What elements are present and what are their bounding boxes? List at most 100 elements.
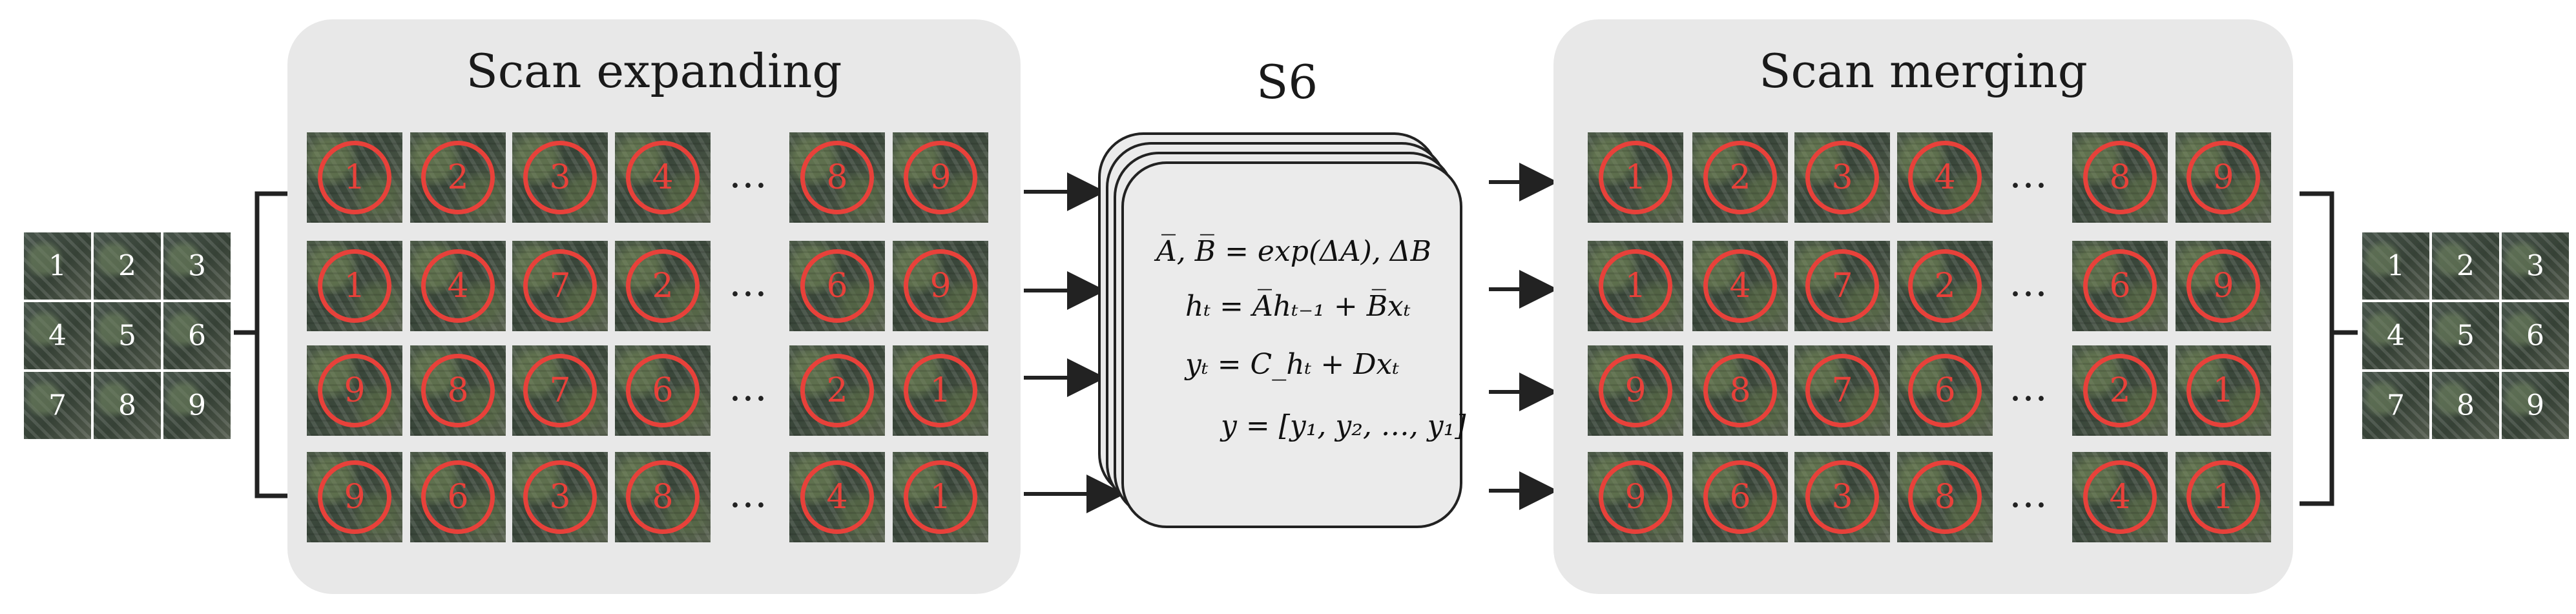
red-circle-icon — [800, 141, 874, 214]
red-circle-icon — [626, 460, 700, 534]
merge-tile: 9 — [2176, 132, 2271, 223]
red-circle-icon — [1908, 354, 1982, 427]
red-circle-icon — [318, 354, 391, 427]
expand-tile-number: 8 — [447, 371, 469, 410]
red-circle-icon — [626, 249, 700, 323]
merge-tile-number: 1 — [1625, 267, 1646, 305]
ellipsis: … — [2009, 365, 2048, 410]
expand-tile-number: 9 — [344, 371, 366, 410]
red-circle-icon — [1805, 354, 1879, 427]
expand-tile-number: 3 — [549, 158, 571, 197]
expand-tile-number: 1 — [344, 158, 366, 197]
expand-tile-number: 1 — [930, 371, 951, 410]
red-circle-icon — [2186, 460, 2260, 534]
merge-tile-number: 9 — [1625, 478, 1646, 517]
expand-tile-number: 6 — [652, 371, 674, 410]
scan-expanding-title: Scan expanding — [466, 44, 842, 98]
input-grid-cell-8: 8 — [94, 372, 161, 439]
output-grid-cell-number: 6 — [2526, 319, 2544, 353]
expand-tile-number: 7 — [549, 371, 571, 410]
red-circle-icon — [904, 460, 977, 534]
merge-tile: 1 — [1588, 132, 1683, 223]
red-circle-icon — [1703, 460, 1777, 534]
merge-tile: 8 — [2072, 132, 2168, 223]
red-circle-icon — [904, 249, 977, 323]
red-circle-icon — [318, 249, 391, 323]
expand-tile-number: 9 — [930, 158, 951, 197]
ellipsis: … — [729, 471, 767, 517]
expand-tile: 4 — [789, 452, 885, 542]
merge-tile: 4 — [1897, 132, 1993, 223]
expand-tile-number: 6 — [447, 478, 469, 517]
merge-tile: 9 — [2176, 241, 2271, 331]
expand-tile: 1 — [307, 132, 402, 223]
input-grid-cell-2: 2 — [94, 232, 161, 300]
expand-tile: 1 — [893, 452, 988, 542]
expand-tile-number: 4 — [652, 158, 674, 197]
output-grid-cell-number: 5 — [2457, 319, 2475, 353]
expand-tile: 9 — [307, 452, 402, 542]
input-grid-cell-number: 1 — [48, 249, 67, 283]
merge-tile-number: 7 — [1831, 267, 1853, 305]
s6-card-front: A̅, B̅ = exp(ΔA), ΔB hₜ = A̅hₜ₋₁ + B̅xₜ … — [1121, 161, 1466, 528]
red-circle-icon — [1703, 249, 1777, 323]
red-circle-icon — [1908, 249, 1982, 323]
input-grid-cell-number: 4 — [48, 319, 67, 353]
expand-tile-number: 2 — [447, 158, 469, 197]
merge-tile: 8 — [1692, 345, 1788, 436]
merge-tile: 2 — [1692, 132, 1788, 223]
expand-tile-number: 4 — [826, 478, 848, 517]
merge-tile-number: 3 — [1831, 158, 1853, 197]
red-circle-icon — [1599, 249, 1672, 323]
merge-tile-number: 6 — [1729, 478, 1751, 517]
merge-tile: 7 — [1794, 345, 1890, 436]
merge-tile: 9 — [1588, 452, 1683, 542]
merge-tile: 1 — [2176, 452, 2271, 542]
output-grid-cell-6: 6 — [2502, 302, 2569, 369]
red-circle-icon — [1908, 141, 1982, 214]
red-circle-icon — [904, 354, 977, 427]
expand-tile-number: 8 — [652, 478, 674, 517]
merge-tile-number: 4 — [1729, 267, 1751, 305]
merge-tile-number: 7 — [1831, 371, 1853, 410]
red-circle-icon — [523, 354, 597, 427]
output-grid-cell-7: 7 — [2362, 372, 2429, 439]
output-grid-cell-1: 1 — [2362, 232, 2429, 300]
expand-tile-number: 1 — [930, 478, 951, 517]
output-grid-cell-9: 9 — [2502, 372, 2569, 439]
expand-tile: 6 — [410, 452, 506, 542]
output-grid-cell-number: 2 — [2457, 249, 2475, 283]
s6-title: S6 — [1256, 55, 1318, 109]
expand-tile: 4 — [615, 132, 711, 223]
red-circle-icon — [523, 141, 597, 214]
expand-tile: 6 — [615, 345, 711, 436]
red-circle-icon — [1599, 460, 1672, 534]
output-grid-cell-3: 3 — [2502, 232, 2569, 300]
red-circle-icon — [1599, 354, 1672, 427]
red-circle-icon — [2186, 354, 2260, 427]
output-grid-cell-number: 7 — [2387, 389, 2405, 422]
expand-tile-number: 9 — [344, 478, 366, 517]
input-grid-cell-4: 4 — [24, 302, 91, 369]
red-circle-icon — [800, 354, 874, 427]
expand-tile: 2 — [410, 132, 506, 223]
merge-tile: 6 — [1897, 345, 1993, 436]
expand-tile-number: 8 — [826, 158, 848, 197]
expand-tile: 9 — [893, 241, 988, 331]
red-circle-icon — [1805, 460, 1879, 534]
expand-tile-number: 3 — [549, 478, 571, 517]
output-grid-cell-number: 4 — [2387, 319, 2405, 353]
merge-tile-number: 9 — [1625, 371, 1646, 410]
right-bracket — [2300, 191, 2334, 506]
merge-tile-number: 2 — [2109, 371, 2131, 410]
ellipsis: … — [2009, 152, 2048, 197]
red-circle-icon — [421, 141, 495, 214]
output-grid-cell-8: 8 — [2432, 372, 2499, 439]
merge-tile-number: 1 — [1625, 158, 1646, 197]
output-grid-cell-number: 8 — [2457, 389, 2475, 422]
merge-tile-number: 9 — [2212, 267, 2234, 305]
red-circle-icon — [523, 460, 597, 534]
s6-equation-2: hₜ = A̅hₜ₋₁ + B̅xₜ — [1185, 290, 1411, 323]
